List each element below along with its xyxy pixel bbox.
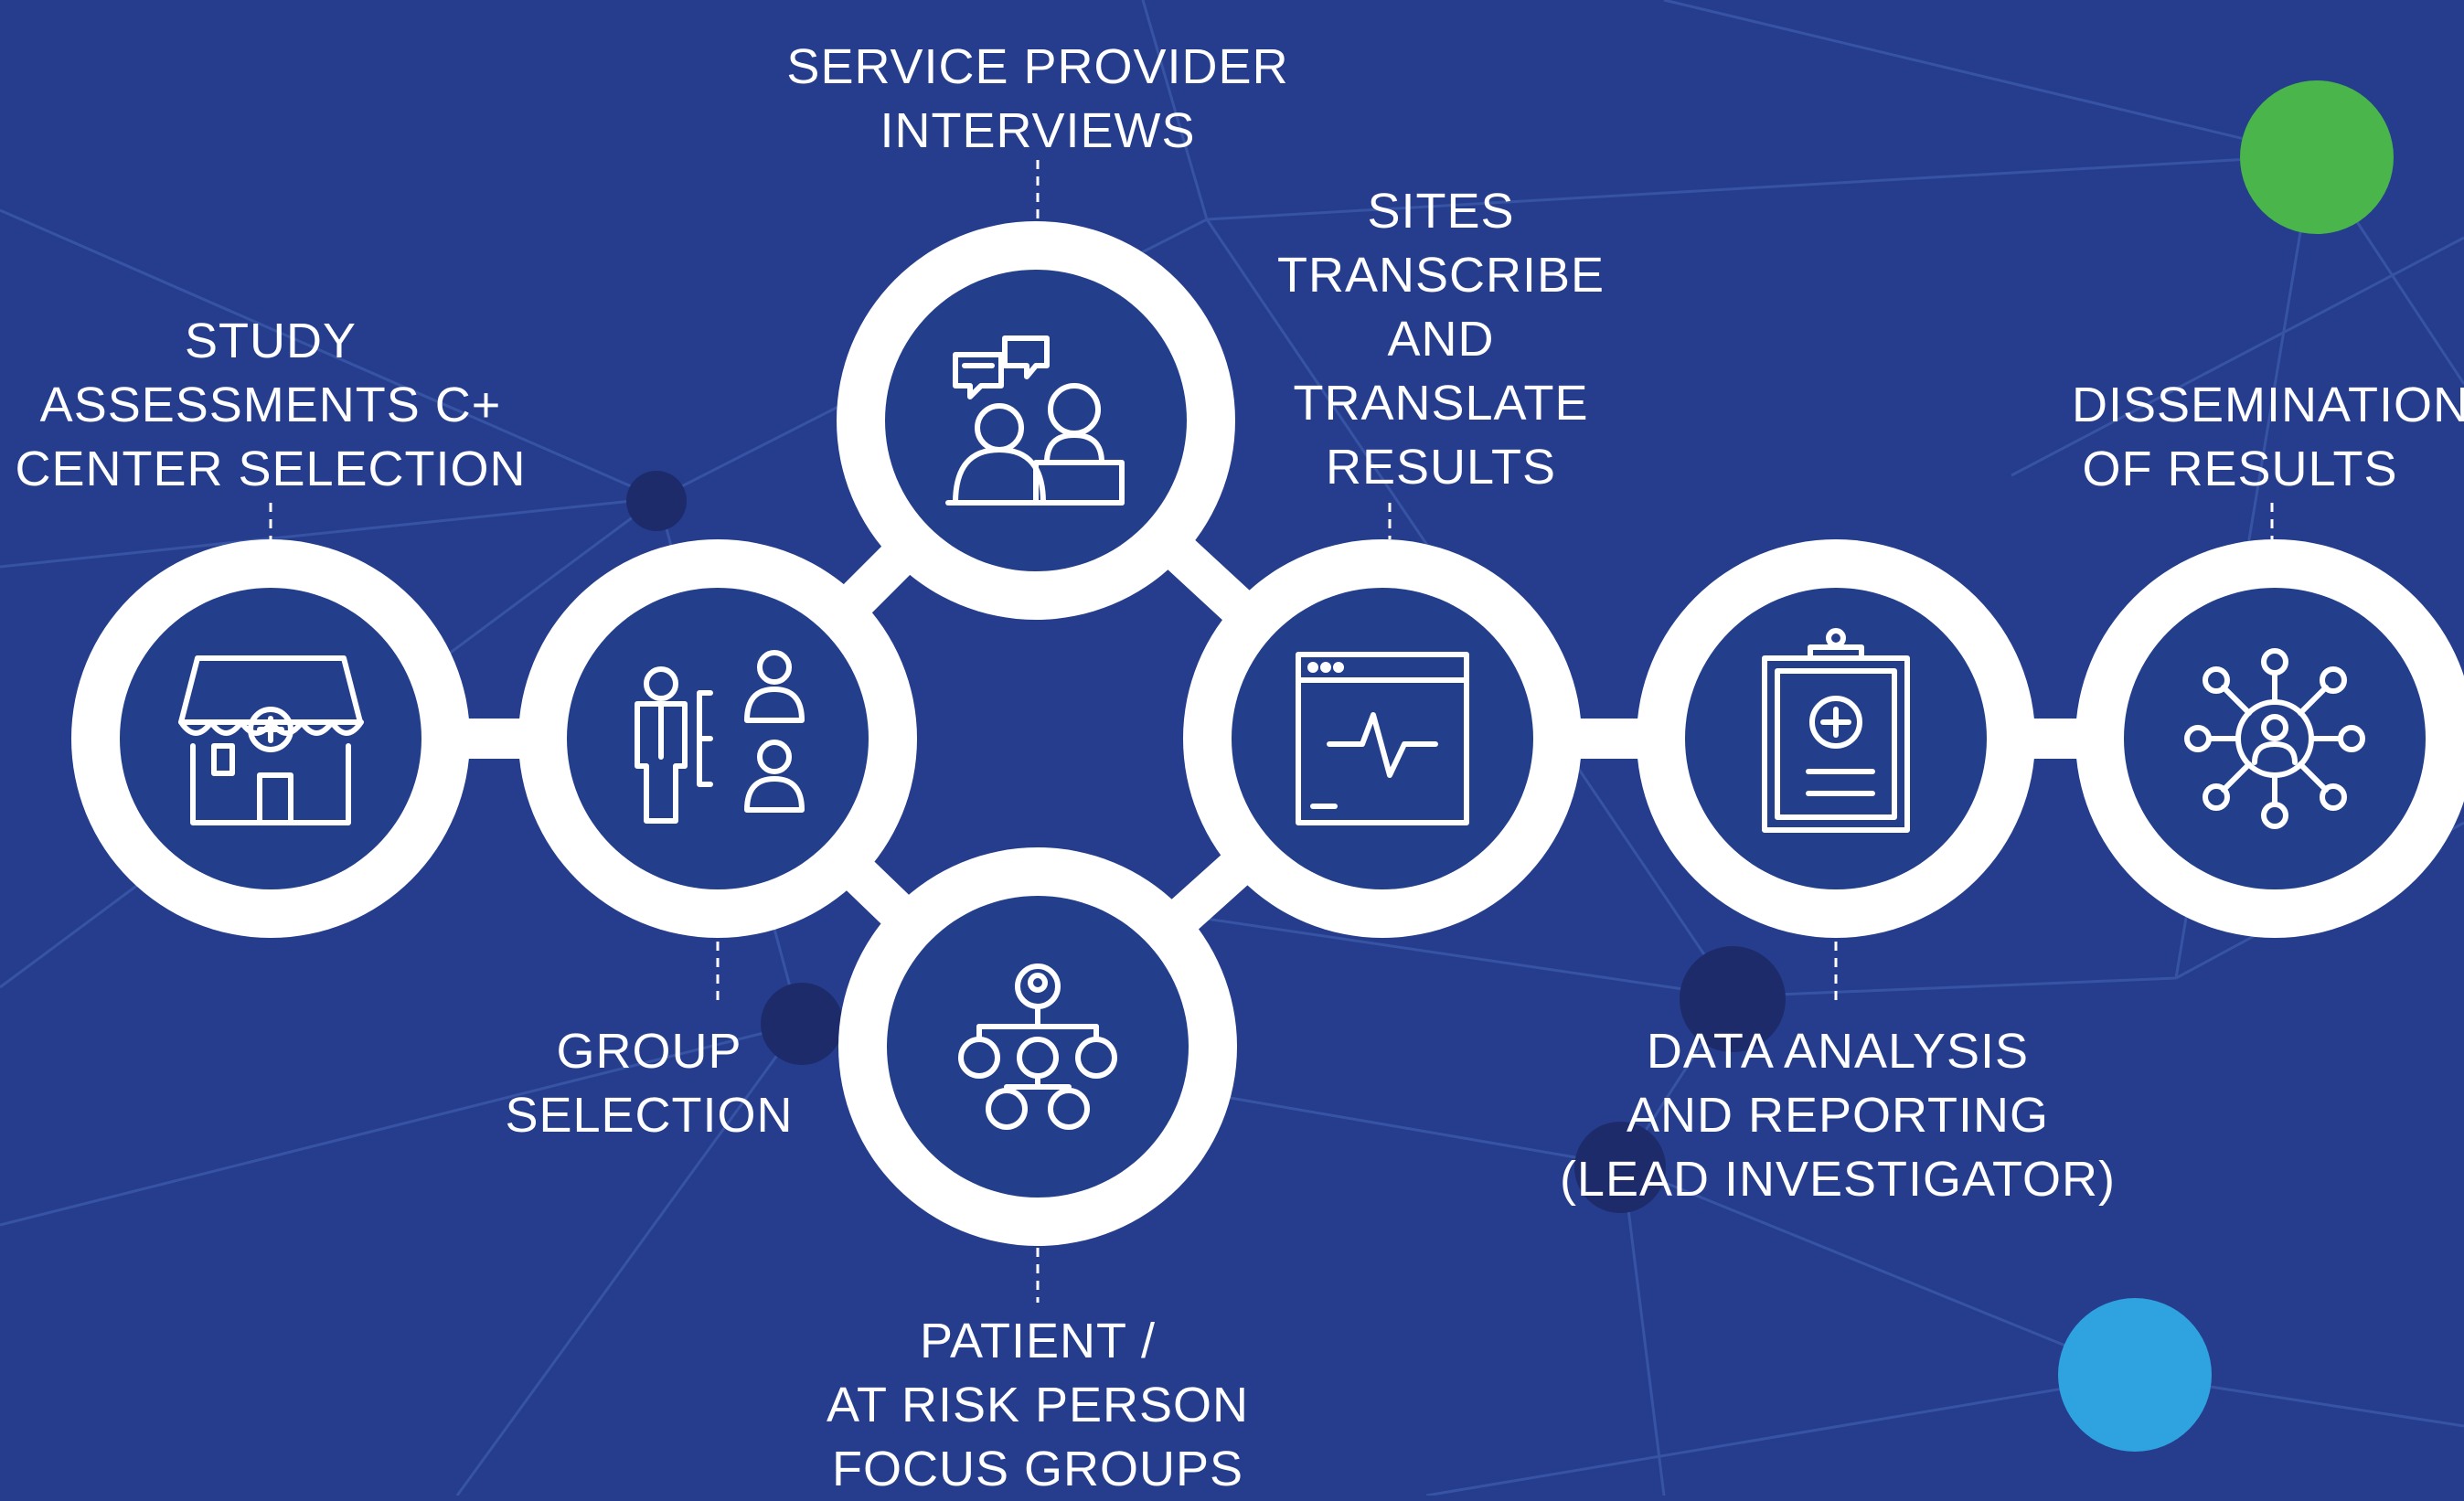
node-study <box>71 539 470 938</box>
label-line: AND <box>1387 312 1495 367</box>
dark-dot <box>626 471 687 531</box>
label-line: TRANSCRIBE <box>1276 248 1605 303</box>
label-line: GROUP <box>556 1024 742 1079</box>
label-line: STUDY <box>184 314 357 368</box>
label-line: FOCUS GROUPS <box>831 1442 1244 1496</box>
label-line: SITES <box>1367 184 1515 239</box>
decorative-dots <box>626 80 2394 1452</box>
green-dot <box>2240 80 2394 234</box>
label-line: DATA ANALYSIS <box>1646 1024 2030 1079</box>
label-line: INTERVIEWS <box>880 103 1196 158</box>
nodes <box>71 221 2464 1246</box>
label-group: GROUP SELECTION <box>466 1019 832 1147</box>
dark-dot <box>1680 946 1786 1052</box>
label-data: DATA ANALYSIS AND REPORTING (LEAD INVEST… <box>1518 1019 2158 1211</box>
org-chart-people-icon <box>958 963 1117 1130</box>
label-line: SELECTION <box>505 1088 794 1143</box>
label-line: PATIENT / <box>919 1314 1157 1368</box>
label-line: CENTER SELECTION <box>15 442 527 496</box>
node-dissemination <box>2075 539 2464 938</box>
network-share-icon <box>2184 648 2365 829</box>
label-dissemination: DISSEMINATION OF RESULTS <box>2016 373 2464 501</box>
medical-clipboard-icon <box>1762 628 1910 833</box>
people-selection-icon <box>635 650 805 824</box>
leader-lines <box>269 160 2274 1303</box>
dark-dot <box>761 983 843 1065</box>
label-study: STUDY ASSESSMENTS C+ CENTER SELECTION <box>0 309 541 501</box>
blue-dot <box>2058 1298 2212 1452</box>
label-line: OF RESULTS <box>2082 442 2398 496</box>
label-line: TRANSLATE <box>1293 376 1589 431</box>
interview-chat-icon <box>945 335 1125 506</box>
label-line: ASSESSMENTS C+ <box>39 378 502 432</box>
heartbeat-monitor-icon <box>1296 652 1469 825</box>
label-service: SERVICE PROVIDER INTERVIEWS <box>763 35 1312 163</box>
label-patient: PATIENT / AT RISK PERSON FOCUS GROUPS <box>763 1309 1312 1501</box>
label-line: RESULTS <box>1325 440 1557 495</box>
node-data <box>1637 539 2035 938</box>
label-line: AT RISK PERSON <box>826 1378 1250 1432</box>
label-line: (LEAD INVESTIGATOR) <box>1559 1152 2117 1207</box>
node-group <box>518 539 917 938</box>
clinic-storefront-icon <box>178 655 364 825</box>
dark-dot <box>1574 1122 1666 1213</box>
label-line: SERVICE PROVIDER <box>786 39 1289 94</box>
label-sites: SITES TRANSCRIBE AND TRANSLATE RESULTS <box>1212 179 1669 499</box>
node-service <box>837 221 1235 620</box>
node-patient <box>838 847 1237 1246</box>
label-line: AND REPORTING <box>1626 1088 2050 1143</box>
label-line: DISSEMINATION <box>2072 378 2464 432</box>
node-sites <box>1183 539 1582 938</box>
